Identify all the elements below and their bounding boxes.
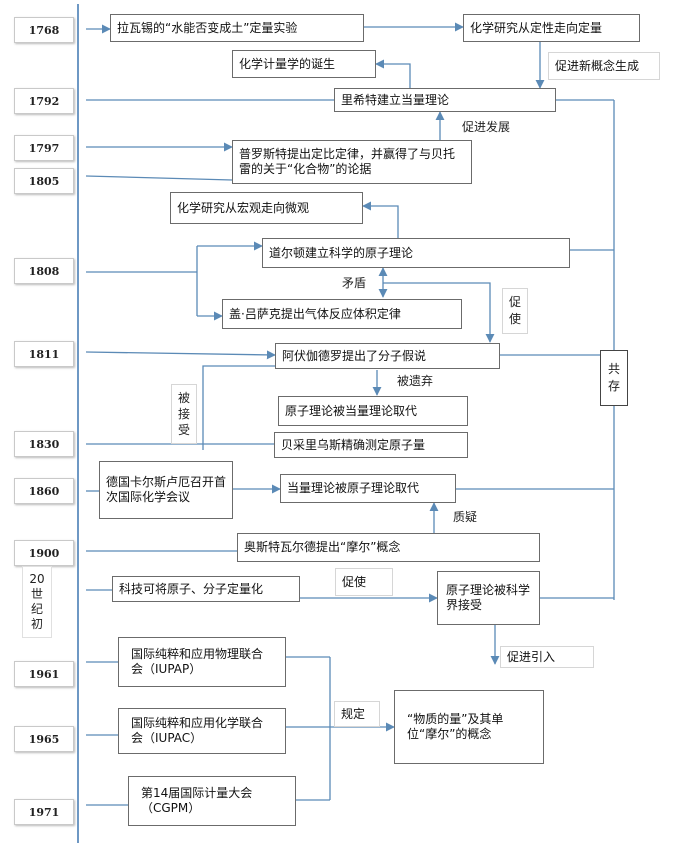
label-coexist: 共存	[600, 350, 628, 406]
label-promote-new-concept: 促进新概念生成	[548, 52, 660, 80]
label-abandoned: 被遗弃	[397, 374, 434, 388]
year-1805: 1805	[14, 168, 74, 194]
event-macro-to-micro: 化学研究从宏观走向微观	[170, 192, 363, 224]
year-1830: 1830	[14, 431, 74, 457]
year-1900: 1900	[14, 540, 74, 566]
event-dalton-atomic-theory: 道尔顿建立科学的原子理论	[262, 238, 570, 268]
event-karlsruhe-congress: 德国卡尔斯卢厄召开首次国际化学会议	[99, 461, 233, 519]
year-early-20th-century: 20世纪初	[22, 566, 52, 638]
label-question: 质疑	[453, 510, 478, 524]
year-1971: 1971	[14, 799, 74, 825]
event-atomic-accepted: 原子理论被科学界接受	[437, 571, 540, 625]
event-tech-quantify: 科技可将原子、分子定量化	[112, 576, 300, 602]
event-berzelius-atomic-weight: 贝采里乌斯精确测定原子量	[274, 432, 468, 458]
year-1808: 1808	[14, 258, 74, 284]
event-avogadro-molecule: 阿伏伽德罗提出了分子假说	[275, 343, 500, 369]
year-1961: 1961	[14, 661, 74, 687]
label-define: 规定	[334, 701, 380, 727]
label-promote-vertical: 促使	[502, 288, 528, 334]
year-1792: 1792	[14, 88, 74, 114]
year-1860: 1860	[14, 478, 74, 504]
event-richter-equivalent-theory: 里希特建立当量理论	[334, 88, 556, 112]
event-quantitative-shift: 化学研究从定性走向定量	[463, 14, 640, 42]
year-1965: 1965	[14, 726, 74, 752]
event-gay-lussac-law: 盖·吕萨克提出气体反应体积定律	[222, 299, 462, 329]
year-1797: 1797	[14, 135, 74, 161]
label-promote: 促使	[335, 568, 393, 596]
event-proust-definite-proportions: 普罗斯特提出定比定律，并赢得了与贝托雷的关于“化合物”的论据	[232, 140, 472, 184]
concept-amount-of-substance: “物质的量”及其单位“摩尔”的概念	[394, 690, 544, 764]
label-promote-development: 促进发展	[462, 120, 511, 134]
org-cgpm: 第14届国际计量大会（CGPM）	[128, 776, 296, 826]
org-iupac: 国际纯粹和应用化学联合会（IUPAC）	[118, 708, 286, 754]
label-contradiction: 矛盾	[342, 276, 367, 290]
org-iupap: 国际纯粹和应用物理联合会（IUPAP）	[118, 637, 286, 687]
event-equivalent-replaced: 当量理论被原子理论取代	[280, 474, 456, 503]
label-accepted: 被接受	[171, 384, 197, 444]
event-ostwald-mole: 奥斯特瓦尔德提出“摩尔”概念	[237, 533, 540, 562]
event-atomic-replaced: 原子理论被当量理论取代	[278, 396, 468, 426]
event-stoichiometry-birth: 化学计量学的诞生	[232, 50, 376, 78]
label-introduce: 促进引入	[500, 646, 594, 668]
year-1768: 1768	[14, 17, 74, 43]
year-1811: 1811	[14, 341, 74, 367]
event-lavoisier-experiment: 拉瓦锡的“水能否变成土”定量实验	[110, 14, 364, 42]
